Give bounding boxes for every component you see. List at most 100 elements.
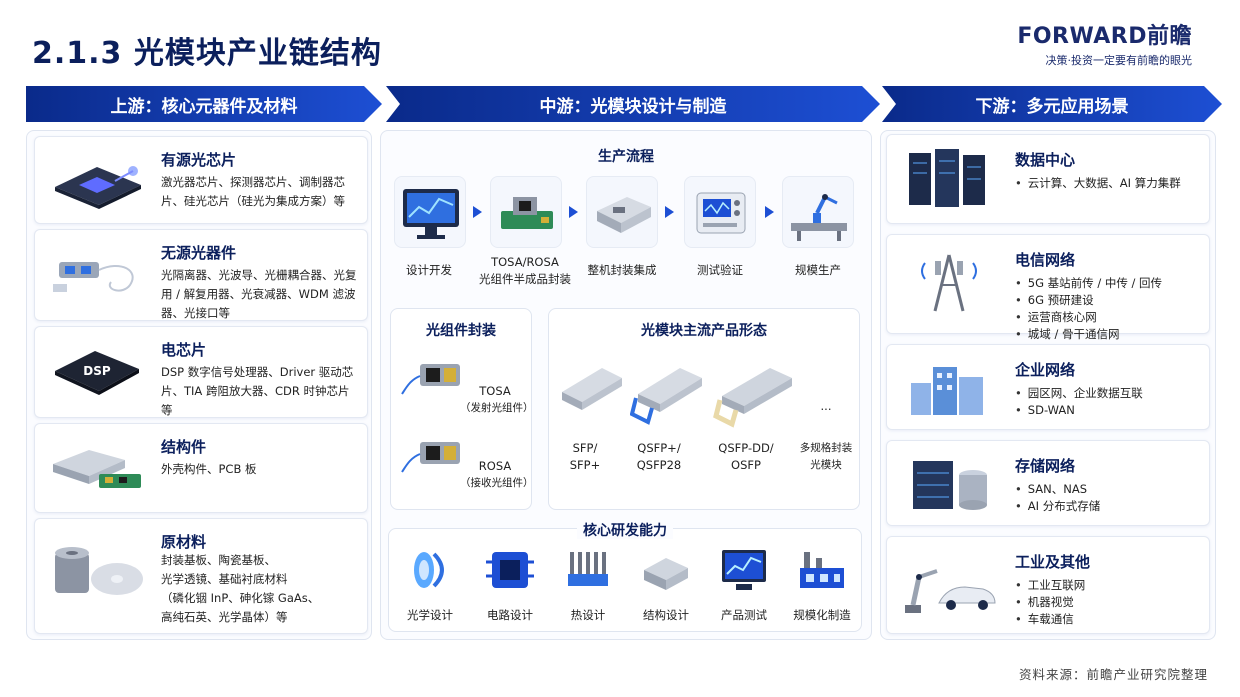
card-desc-line: 光学透镜、基础衬底材料 xyxy=(161,572,288,586)
card-points: SAN、NAS AI 分布式存储 xyxy=(1015,481,1100,515)
tosa-name: TOSA xyxy=(479,384,511,398)
card-title: 无源光器件 xyxy=(161,244,237,262)
card-title: 存储网络 xyxy=(1015,457,1076,475)
capability-label: 产品测试 xyxy=(721,608,767,622)
capabilities-title-text: 核心研发能力 xyxy=(577,523,673,539)
downstream-card-enterprise: 企业网络 园区网、企业数据互联 SD-WAN xyxy=(886,344,1210,430)
product-label: QSFP+/ QSFP28 xyxy=(636,441,682,472)
card-point: 机器视觉 xyxy=(1015,594,1085,611)
packaging-title: 光组件封装 xyxy=(426,323,496,339)
process-arrow-icon xyxy=(473,206,482,218)
card-desc: 封装基板、陶瓷基板、 光学透镜、基础衬底材料 （磷化铟 InP、砷化镓 GaAs… xyxy=(161,551,359,627)
process-step-label: 设计开发 xyxy=(406,263,452,277)
card-title: 数据中心 xyxy=(1015,151,1076,169)
downstream-card-storage: 存储网络 SAN、NAS AI 分布式存储 xyxy=(886,440,1210,526)
capabilities-title: 核心研发能力 xyxy=(388,520,862,540)
card-title: 电芯片 xyxy=(161,341,207,359)
card-title: 原材料 xyxy=(161,533,207,551)
card-desc: 光隔离器、光波导、光栅耦合器、光复用 / 解复用器、光衰减器、WDM 滤波器、光… xyxy=(161,268,357,320)
packaging-box xyxy=(390,308,532,510)
server-rack-icon xyxy=(909,149,985,207)
brand-logo-text: FORWARD前瞻 xyxy=(1017,24,1192,49)
card-point: SD-WAN xyxy=(1015,402,1143,419)
card-point: 运营商核心网 xyxy=(1015,309,1162,326)
card-point: AI 分布式存储 xyxy=(1015,498,1100,515)
product-testing-icon xyxy=(722,550,766,590)
upstream-card-active-chip: 有源光芯片 激光器芯片、探测器芯片、调制器芯片、硅光芯片（硅光为集成方案）等 xyxy=(34,136,368,224)
product-label: SFP/ SFP+ xyxy=(569,441,601,472)
downstream-header: 下游：多元应用场景 xyxy=(882,86,1222,122)
process-arrow-icon xyxy=(569,206,578,218)
process-step-label: 测试验证 xyxy=(697,263,743,277)
upstream-card-structural: 结构件 外壳构件、PCB 板 xyxy=(34,423,368,513)
storage-server-icon xyxy=(913,461,987,510)
downstream-card-industrial: 工业及其他 工业互联网 机器视觉 车载通信 xyxy=(886,536,1210,634)
card-point: 城域 / 骨干通信网 xyxy=(1015,326,1162,343)
brand-slogan: 决策·投资一定要有前瞻的眼光 xyxy=(1045,54,1193,67)
structural-part-icon xyxy=(53,450,141,488)
brand-logo: FORWARD前瞻 决策·投资一定要有前瞻的眼光 xyxy=(1017,18,1192,68)
card-point: 工业互联网 xyxy=(1015,577,1086,594)
qsfp-dd-module-icon xyxy=(713,368,792,428)
process-arrow-icon xyxy=(765,206,774,218)
mass-production-robot-icon xyxy=(782,176,854,248)
structure-design-icon xyxy=(644,558,688,590)
product-label: QSFP-DD/ OSFP xyxy=(718,441,774,472)
products-box xyxy=(548,308,860,510)
capability-label: 结构设计 xyxy=(643,608,689,622)
card-title: 电信网络 xyxy=(1015,251,1076,269)
rosa-icon xyxy=(401,442,460,473)
card-desc: 激光器芯片、探测器芯片、调制器芯片、硅光芯片（硅光为集成方案）等 xyxy=(161,175,345,208)
card-desc: DSP 数字信号处理器、Driver 驱动芯片、TIA 跨阻放大器、CDR 时钟… xyxy=(161,365,354,417)
tosa-icon xyxy=(401,364,460,395)
midstream-header: 中游：光模块设计与制造 xyxy=(386,86,880,122)
sfp-module-icon xyxy=(562,368,622,410)
upstream-card-passive-device: 无源光器件 光隔离器、光波导、光栅耦合器、光复用 / 解复用器、光衰减器、WDM… xyxy=(34,229,368,321)
upstream-header: 上游：核心元器件及材料 xyxy=(26,86,382,122)
downstream-card-datacenter: 数据中心 云计算、大数据、AI 算力集群 xyxy=(886,134,1210,224)
card-desc: 外壳构件、PCB 板 xyxy=(161,462,257,476)
dsp-chip-text: DSP xyxy=(83,364,111,378)
test-instrument-icon xyxy=(684,176,756,248)
rosa-desc: （接收光组件） xyxy=(460,477,534,489)
product-label: 多规格封装 光模块 xyxy=(799,442,853,471)
upstream-card-raw-material: 原材料 封装基板、陶瓷基板、 光学透镜、基础衬底材料 （磷化铟 InP、砷化镓 … xyxy=(34,518,368,634)
design-monitor-icon xyxy=(394,176,466,248)
source-note: 资料来源：前瞻产业研究院整理 xyxy=(1018,667,1208,682)
office-buildings-icon xyxy=(911,367,983,415)
card-point: 云计算、大数据、AI 算力集群 xyxy=(1015,175,1181,192)
module-integration-icon xyxy=(586,176,658,248)
card-point: 车载通信 xyxy=(1015,611,1085,628)
card-title: 结构件 xyxy=(161,438,207,456)
qsfp28-module-icon xyxy=(630,368,702,425)
capability-label: 规模化制造 xyxy=(793,608,851,622)
card-point: 5G 基站前传 / 中传 / 回传 xyxy=(1015,275,1162,292)
tosa-rosa-board-icon xyxy=(490,176,562,248)
products-ellipsis: ... xyxy=(820,399,832,413)
products-title: 光模块主流产品形态 xyxy=(641,323,767,339)
capability-label: 热设计 xyxy=(570,608,606,622)
card-points: 云计算、大数据、AI 算力集群 xyxy=(1015,175,1181,192)
rosa-name: ROSA xyxy=(478,459,512,473)
page-title: 2.1.3 光模块产业链结构 xyxy=(32,36,382,71)
thermal-design-icon xyxy=(568,552,608,586)
optical-design-icon xyxy=(414,552,444,588)
raw-material-icon xyxy=(55,547,143,595)
capability-label: 电路设计 xyxy=(487,608,533,622)
robot-arm-car-icon xyxy=(905,569,996,613)
card-desc-line: 高纯石英、光学晶体）等 xyxy=(161,610,288,624)
card-title: 工业及其他 xyxy=(1015,553,1091,571)
circuit-design-icon xyxy=(486,552,534,588)
process-arrow-icon xyxy=(665,206,674,218)
process-title: 生产流程 xyxy=(598,149,654,165)
upstream-card-electrical-chip: DSP 电芯片 DSP 数字信号处理器、Driver 驱动芯片、TIA 跨阻放大… xyxy=(34,326,368,418)
capability-label: 光学设计 xyxy=(407,608,453,622)
card-point: 园区网、企业数据互联 xyxy=(1015,385,1143,402)
process-step-label: 整机封装集成 xyxy=(587,263,657,277)
cell-tower-icon xyxy=(921,254,977,312)
dsp-chip-icon: DSP xyxy=(55,351,139,395)
card-point: 6G 预研建设 xyxy=(1015,292,1162,309)
active-chip-icon xyxy=(55,166,141,209)
card-title: 有源光芯片 xyxy=(161,151,237,169)
mass-manufacturing-icon xyxy=(800,552,844,588)
